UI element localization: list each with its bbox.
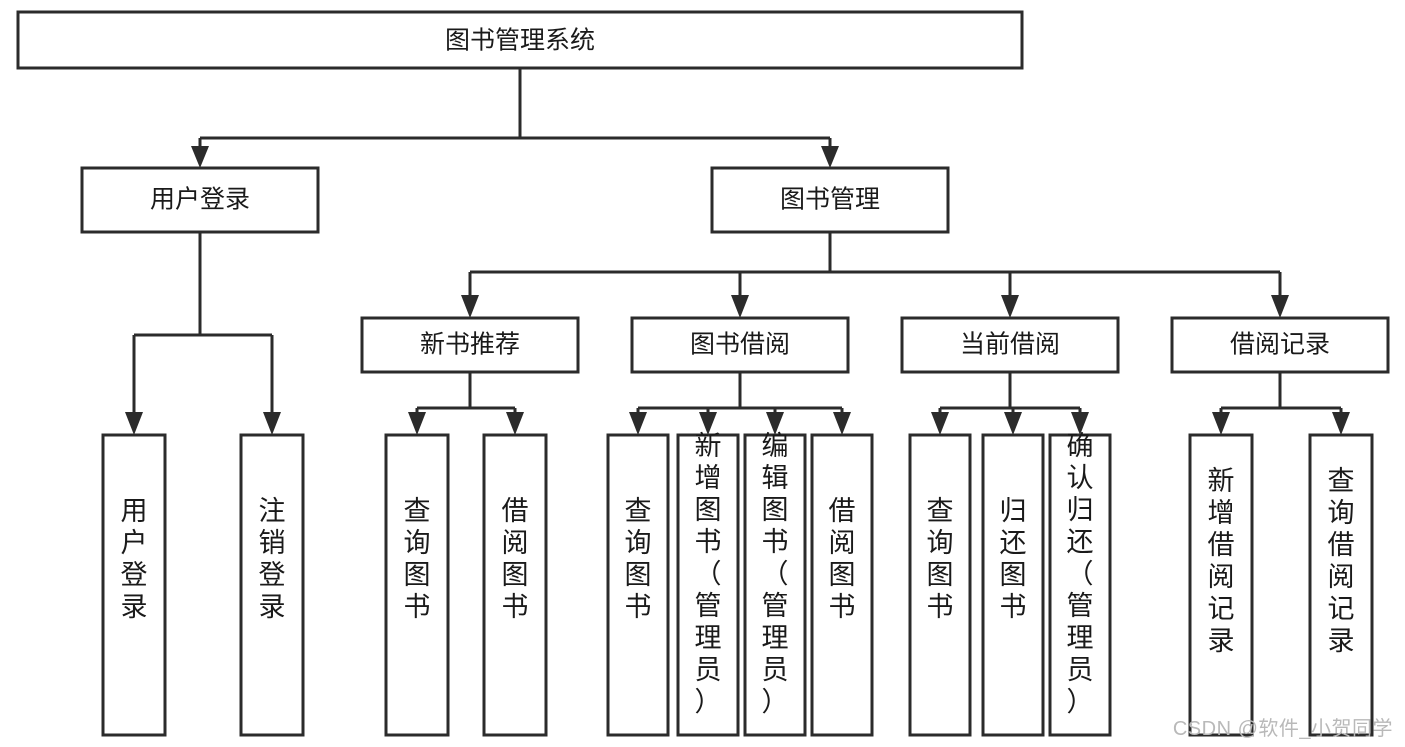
borrow-record-label: 借阅记录 — [1230, 331, 1330, 359]
leaf-user-login-box[interactable] — [101, 433, 167, 737]
arrowhead-cb-query-book — [931, 412, 949, 435]
leaf-logout-login-label: 注销登录 — [259, 496, 286, 622]
arrowhead-book-borrow — [731, 295, 749, 318]
leaf-bb-borrow-book-label: 借阅图书 — [829, 496, 856, 622]
leaf-nb-borrow-book-box[interactable] — [482, 433, 548, 737]
leaf-bb-edit-book[interactable]: 编辑图书（管理员） — [743, 431, 807, 737]
edge-layer — [125, 68, 1350, 435]
leaf-nb-query-book-label: 查询图书 — [404, 496, 431, 622]
arrowhead-cb-return-book — [1004, 412, 1022, 435]
arrowhead-nb-borrow-book — [506, 412, 524, 435]
current-borrow-box[interactable] — [900, 316, 1120, 374]
arrowhead-current-borrow — [1001, 295, 1019, 318]
leaf-cb-query-book[interactable]: 查询图书 — [908, 433, 972, 737]
leaf-br-add-record-label: 新增借阅记录 — [1208, 466, 1235, 656]
leaf-cb-confirm-return-box[interactable] — [1048, 433, 1112, 737]
arrowhead-br-add-record — [1212, 412, 1230, 435]
leaf-nb-borrow-book[interactable]: 借阅图书 — [482, 433, 548, 737]
leaf-nb-query-book[interactable]: 查询图书 — [384, 433, 450, 737]
leaf-br-add-record[interactable]: 新增借阅记录 — [1188, 433, 1254, 737]
arrowhead-leaf-user-login — [125, 412, 143, 435]
node-user-login[interactable]: 用户登录 — [80, 166, 320, 234]
leaf-bb-borrow-book-box[interactable] — [810, 433, 874, 737]
new-book-recommend-box[interactable] — [360, 316, 580, 374]
node-borrow-record[interactable]: 借阅记录 — [1170, 316, 1390, 374]
leaf-cb-query-book-label: 查询图书 — [927, 496, 954, 622]
root-label: 图书管理系统 — [445, 27, 595, 55]
new-book-recommend-label: 新书推荐 — [420, 331, 520, 359]
leaf-cb-confirm-return-label: 确认归还（管理员） — [1067, 431, 1094, 717]
leaf-bb-edit-book-box[interactable] — [743, 433, 807, 737]
arrowhead-user-login — [191, 146, 209, 168]
leaf-user-login-label: 用户登录 — [121, 496, 148, 622]
leaf-cb-query-book-box[interactable] — [908, 433, 972, 737]
leaf-nb-query-book-box[interactable] — [384, 433, 450, 737]
leaf-bb-add-book-label: 新增图书（管理员） — [695, 431, 722, 717]
leaf-cb-confirm-return[interactable]: 确认归还（管理员） — [1048, 431, 1112, 737]
node-book-borrow[interactable]: 图书借阅 — [630, 316, 850, 374]
leaf-cb-return-book-box[interactable] — [981, 433, 1045, 737]
arrowhead-nb-query-book — [408, 412, 426, 435]
arrowhead-book-mgmt — [821, 146, 839, 168]
borrow-record-box[interactable] — [1170, 316, 1390, 374]
arrowhead-borrow-record — [1271, 295, 1289, 318]
book-borrow-box[interactable] — [630, 316, 850, 374]
current-borrow-label: 当前借阅 — [960, 331, 1060, 359]
leaf-br-query-record[interactable]: 查询借阅记录 — [1308, 433, 1374, 737]
leaf-nb-borrow-book-label: 借阅图书 — [502, 496, 529, 622]
leaf-br-add-record-box[interactable] — [1188, 433, 1254, 737]
leaf-br-query-record-box[interactable] — [1308, 433, 1374, 737]
leaf-logout-login[interactable]: 注销登录 — [239, 433, 305, 737]
arrowhead-br-query-record — [1332, 412, 1350, 435]
leaf-bb-query-book-label: 查询图书 — [625, 496, 652, 622]
root-box[interactable] — [16, 10, 1024, 70]
node-current-borrow[interactable]: 当前借阅 — [900, 316, 1120, 374]
leaf-cb-return-book[interactable]: 归还图书 — [981, 433, 1045, 737]
book-borrow-label: 图书借阅 — [690, 331, 790, 359]
node-root[interactable]: 图书管理系统 — [16, 10, 1024, 70]
arrowhead-bb-edit-book — [766, 412, 784, 435]
leaf-bb-query-book-box[interactable] — [606, 433, 670, 737]
arrowhead-cb-confirm-return — [1071, 412, 1089, 435]
leaf-cb-return-book-label: 归还图书 — [1000, 496, 1027, 622]
arrowhead-bb-add-book — [699, 412, 717, 435]
leaf-bb-add-book[interactable]: 新增图书（管理员） — [676, 431, 740, 737]
arrowhead-leaf-logout-login — [263, 412, 281, 435]
leaf-br-query-record-label: 查询借阅记录 — [1328, 466, 1355, 656]
leaf-bb-edit-book-label: 编辑图书（管理员） — [762, 431, 789, 717]
leaf-logout-login-box[interactable] — [239, 433, 305, 737]
leaf-bb-query-book[interactable]: 查询图书 — [606, 433, 670, 737]
node-book-management[interactable]: 图书管理 — [710, 166, 950, 234]
leaf-bb-add-book-box[interactable] — [676, 433, 740, 737]
arrowhead-bb-query-book — [629, 412, 647, 435]
arrowhead-new-book-rec — [461, 295, 479, 318]
user-login-box[interactable] — [80, 166, 320, 234]
book-management-box[interactable] — [710, 166, 950, 234]
user-login-label: 用户登录 — [150, 186, 250, 214]
arrowhead-bb-borrow-book — [833, 412, 851, 435]
book-management-label: 图书管理 — [780, 186, 880, 214]
leaf-bb-borrow-book[interactable]: 借阅图书 — [810, 433, 874, 737]
leaf-user-login[interactable]: 用户登录 — [101, 433, 167, 737]
node-new-book-recommend[interactable]: 新书推荐 — [360, 316, 580, 374]
